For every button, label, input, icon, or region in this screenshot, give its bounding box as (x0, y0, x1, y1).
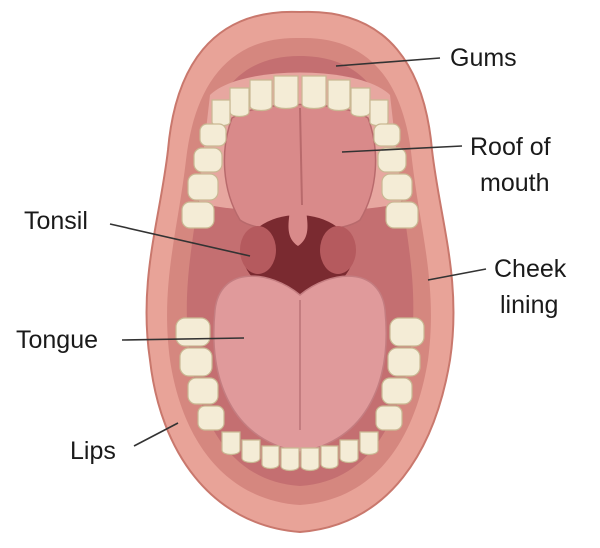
upper-teeth (181, 75, 419, 229)
roof-leader (341, 145, 463, 153)
lips-label: Lips (70, 437, 116, 465)
uvula (288, 210, 308, 246)
roof-of-mouth-label-line1: Roof of (470, 133, 551, 161)
left-tonsil (240, 226, 276, 274)
right-tonsil (320, 226, 356, 274)
cheek-lining-label-line2: lining (500, 291, 559, 319)
gums-leader (335, 57, 441, 67)
tonsil-leader (109, 223, 251, 257)
gums-label: Gums (450, 44, 517, 72)
cheek-lining-label-line1: Cheek (494, 255, 567, 283)
tonsil-label: Tonsil (24, 207, 88, 235)
cheek-leader (427, 268, 487, 281)
leader-lines (109, 57, 487, 447)
roof-of-mouth-label-line2: mouth (480, 169, 550, 197)
tongue-label: Tongue (16, 326, 99, 354)
tongue-leader (121, 337, 245, 341)
lips-leader (133, 422, 179, 447)
